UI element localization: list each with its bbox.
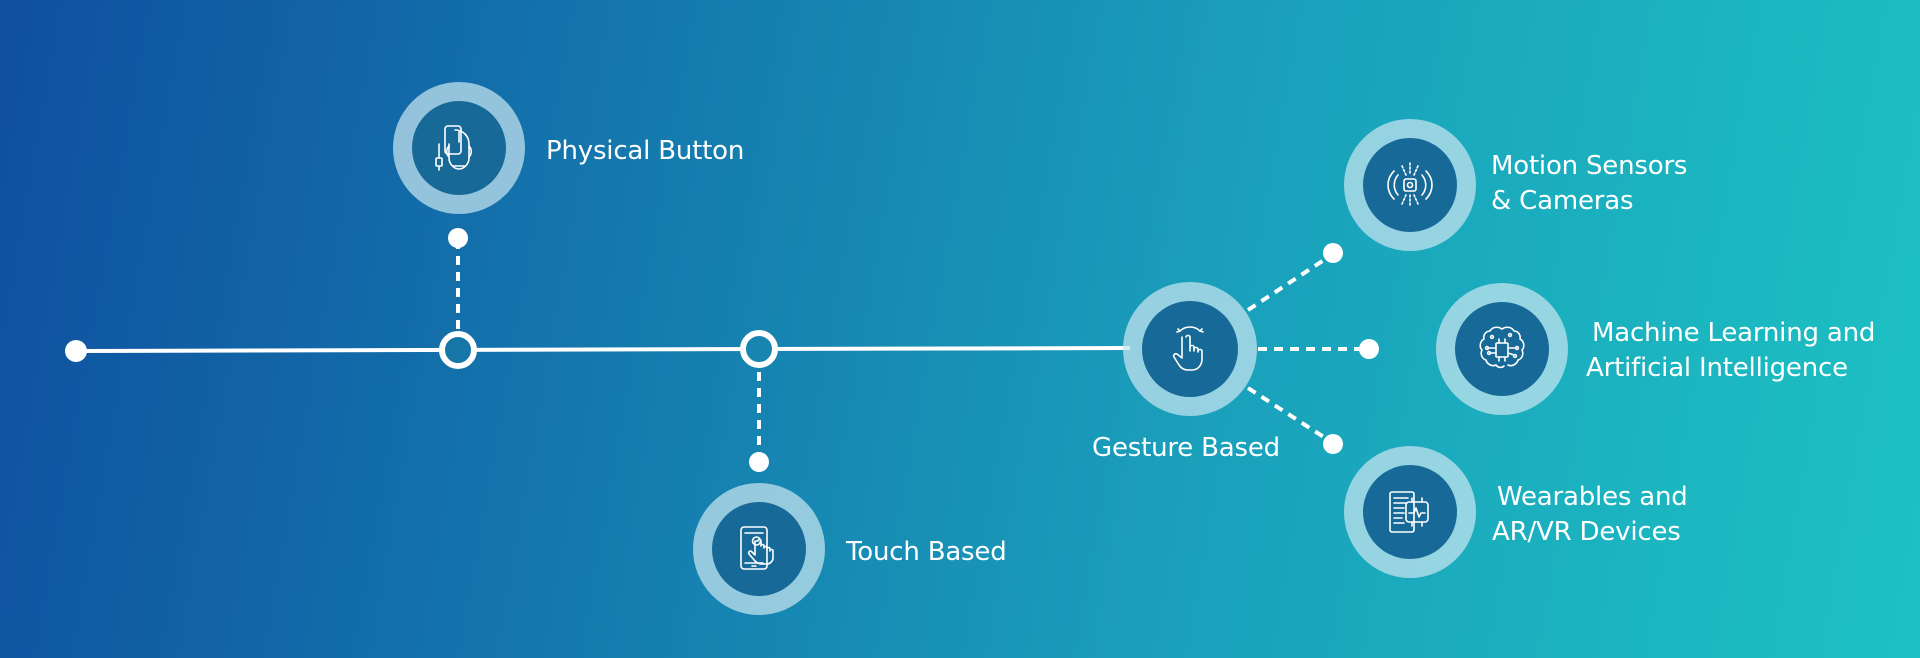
node-physical-button: [393, 82, 525, 214]
timeline-ring-physical: [439, 331, 477, 369]
node-core: [1363, 138, 1457, 232]
node-wearables: [1344, 446, 1476, 578]
hand-gesture-icon: [1172, 326, 1204, 371]
connector-motion-sensors: [1246, 252, 1335, 312]
node-core: [412, 101, 506, 195]
endpoint-dot-touch: [749, 452, 769, 472]
node-core: [1455, 302, 1549, 396]
motion-sensor-icon: [1387, 162, 1433, 208]
node-motion-sensors: [1344, 119, 1476, 251]
label-gesture-based: Gesture Based: [1092, 433, 1280, 463]
smartwatch-icon: [1389, 491, 1429, 533]
timeline-main-line: [75, 346, 1131, 353]
endpoint-dot-motion: [1323, 243, 1343, 263]
connector-wearables: [1246, 386, 1335, 445]
label-wearables: Wearables and AR/VR Devices: [1492, 480, 1688, 550]
label-physical-button: Physical Button: [546, 136, 745, 166]
node-machine-learning: [1436, 283, 1568, 415]
label-machine-learning: Machine Learning and Artificial Intellig…: [1586, 316, 1875, 386]
node-gesture-based: [1123, 282, 1257, 416]
label-touch-based: Touch Based: [846, 537, 1007, 567]
label-line: & Cameras: [1491, 186, 1634, 216]
label-line: Machine Learning and: [1592, 318, 1876, 348]
endpoint-dot-physical: [448, 228, 468, 248]
brain-chip-icon: [1479, 326, 1525, 369]
label-line: Motion Sensors: [1491, 151, 1688, 181]
label-line: AR/VR Devices: [1492, 517, 1681, 547]
node-touch-based: [693, 483, 825, 615]
tablet-touch-icon: [740, 526, 774, 570]
node-core: [1142, 301, 1238, 397]
timeline-ring-touch: [740, 330, 778, 368]
label-motion-sensors: Motion Sensors & Cameras: [1491, 149, 1687, 219]
node-core: [1363, 465, 1457, 559]
timeline-start-dot: [65, 340, 87, 362]
label-line: Artificial Intelligence: [1586, 353, 1848, 383]
label-line: Wearables and: [1497, 482, 1688, 512]
endpoint-dot-ml: [1359, 339, 1379, 359]
endpoint-dot-wearables: [1323, 434, 1343, 454]
node-core: [712, 502, 806, 596]
mouse-icon: [435, 125, 473, 171]
